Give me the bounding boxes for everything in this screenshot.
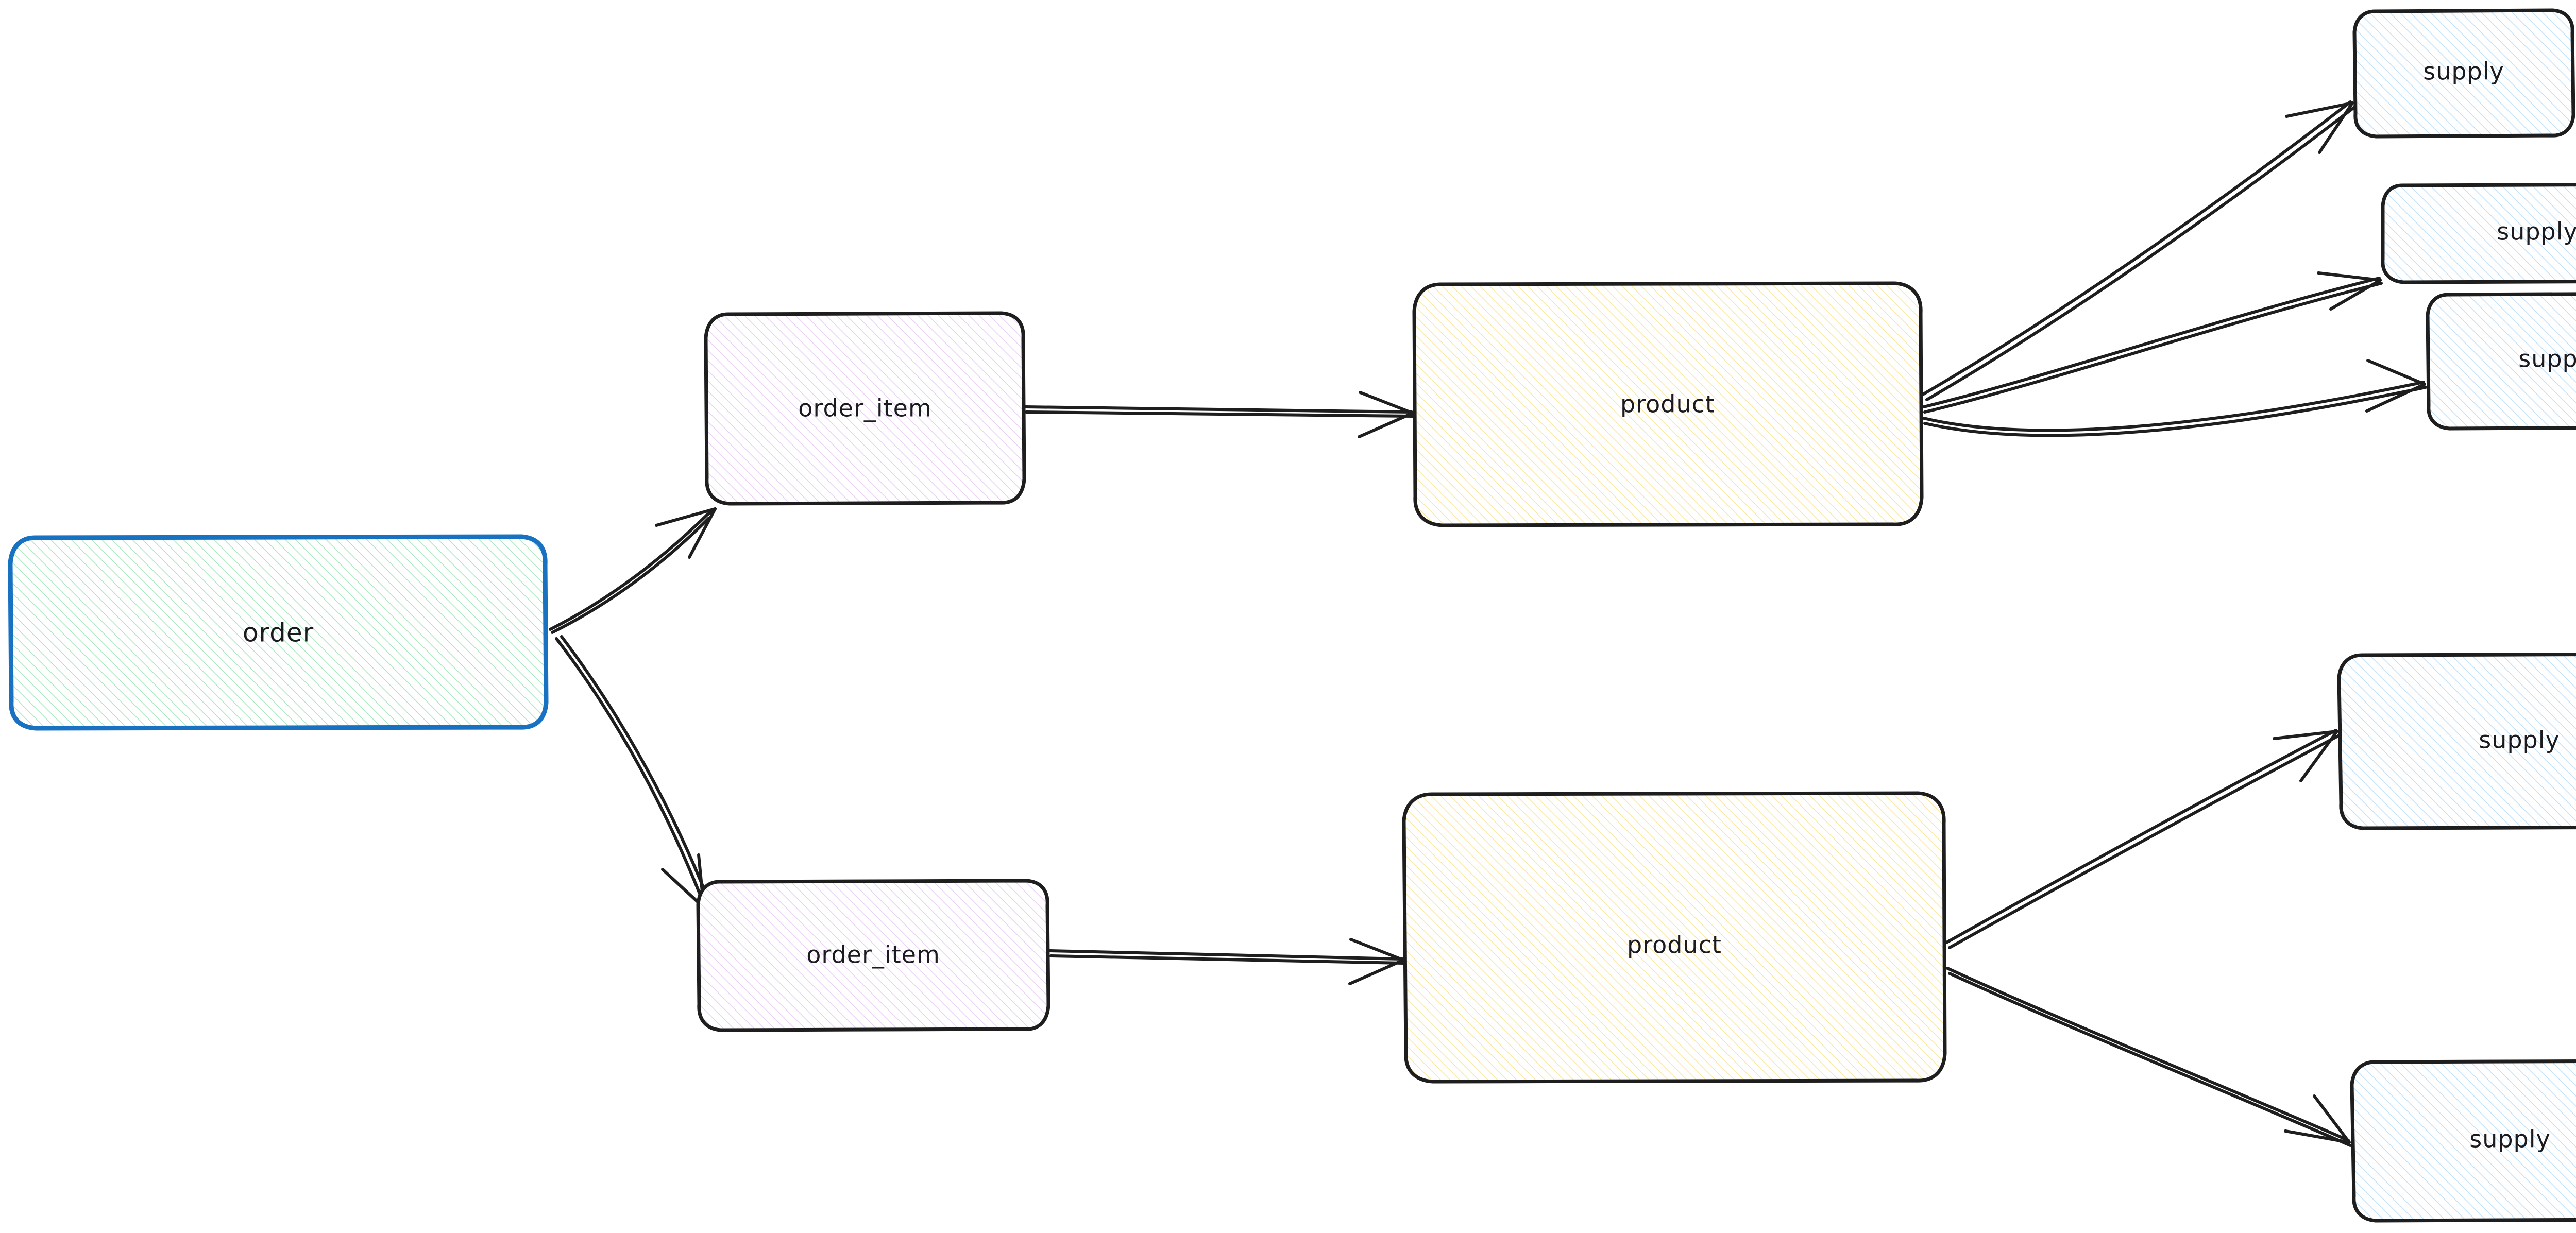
node-supply-1[interactable]: supply <box>2352 8 2575 139</box>
edge-order-item-1-to-product-1[interactable] <box>1024 391 1414 438</box>
node-product-2-label: product <box>1627 931 1722 959</box>
node-product-1-label: product <box>1620 390 1715 418</box>
node-supply-4-label: supply <box>2479 726 2560 754</box>
node-supply-1-hatch <box>2354 10 2573 136</box>
node-supply-5[interactable]: supply <box>2350 1059 2576 1223</box>
edge-product-1-to-supply-2[interactable] <box>1922 271 2383 414</box>
edge-order-item-2-to-product-2[interactable] <box>1048 938 1405 985</box>
node-supply-1-label: supply <box>2423 58 2504 85</box>
node-supply-2[interactable]: supply <box>2381 183 2576 284</box>
node-supply-2-outline <box>2381 183 2576 284</box>
edge-product-2-to-supply-4[interactable] <box>1945 729 2341 949</box>
node-order-item-2[interactable]: order_item <box>696 879 1050 1032</box>
node-order-outline <box>8 534 549 731</box>
node-order-item-1[interactable]: order_item <box>704 311 1026 506</box>
node-supply-3-label: supply <box>2518 345 2576 373</box>
edge-product-2-to-supply-5[interactable] <box>1946 967 2352 1147</box>
node-supply-4-hatch <box>2339 654 2576 829</box>
node-supply-3[interactable]: supply <box>2426 292 2576 431</box>
node-product-1[interactable]: product <box>1412 281 1924 527</box>
node-order-item-1-label: order_item <box>798 395 932 422</box>
node-supply-3-outline <box>2426 292 2576 431</box>
node-order[interactable]: order <box>8 534 549 731</box>
node-order-item-1-hatch <box>706 313 1024 504</box>
edge-product-1-to-supply-3[interactable] <box>1922 359 2427 437</box>
node-supply-2-hatch <box>2383 184 2576 282</box>
node-order-label: order <box>243 618 314 648</box>
node-order-hatch <box>10 537 546 728</box>
node-supply-4[interactable]: supply <box>2337 653 2576 830</box>
node-supply-1-outline <box>2352 8 2575 139</box>
node-supply-5-label: supply <box>2469 1125 2551 1153</box>
edge-product-1-to-supply-1[interactable] <box>1921 100 2356 401</box>
edge-layer <box>549 100 2427 1147</box>
node-product-2-outline <box>1402 791 1947 1084</box>
node-supply-5-outline <box>2350 1059 2576 1223</box>
node-order-item-1-outline <box>704 311 1026 506</box>
node-product-2-hatch <box>1404 793 1945 1082</box>
node-product-1-hatch <box>1414 283 1922 525</box>
node-product-1-outline <box>1412 281 1924 527</box>
node-order-item-2-outline <box>696 879 1050 1032</box>
node-supply-4-outline <box>2337 653 2576 830</box>
node-order-item-2-label: order_item <box>806 941 940 969</box>
node-order-item-2-hatch <box>698 881 1048 1030</box>
edge-order-to-order-item-2[interactable] <box>555 635 708 909</box>
node-supply-5-hatch <box>2352 1061 2576 1221</box>
node-product-2[interactable]: product <box>1402 791 1947 1084</box>
node-supply-2-label: supply <box>2497 218 2576 246</box>
node-supply-3-hatch <box>2428 294 2576 429</box>
edge-order-to-order-item-1[interactable] <box>549 507 717 634</box>
